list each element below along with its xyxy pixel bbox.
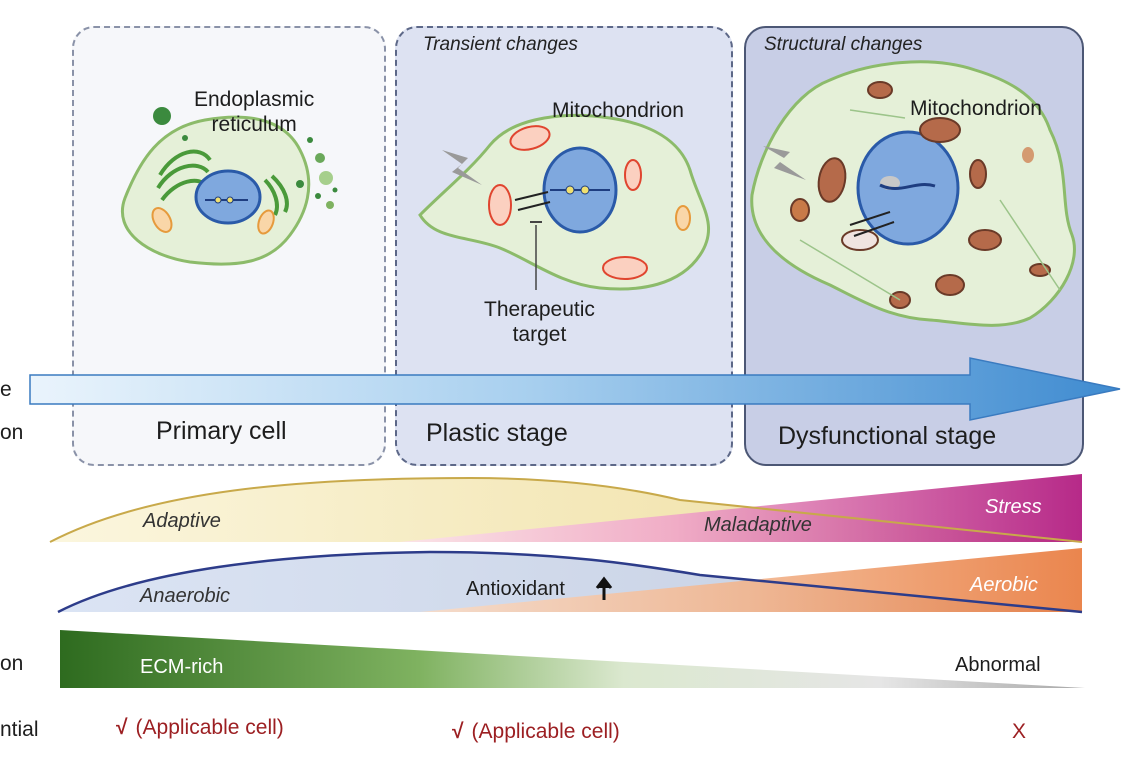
dysfunctional-cell-illustration bbox=[750, 60, 1076, 327]
potential-primary: √ (Applicable cell) bbox=[116, 716, 284, 740]
therapeutic-target-label: Therapeutic target bbox=[484, 297, 595, 347]
mitochondrion-label-dysfunctional: Mitochondrion bbox=[910, 97, 1042, 120]
progression-arrow bbox=[29, 357, 1121, 421]
check-mark-icon: √ bbox=[116, 716, 128, 739]
structural-changes-label: Structural changes bbox=[764, 34, 923, 55]
ecm-band bbox=[60, 630, 1085, 688]
abnormal-label: Abnormal bbox=[955, 654, 1041, 676]
metabolism-band bbox=[57, 548, 1083, 614]
er-label-line1: Endoplasmic bbox=[194, 88, 315, 111]
potential-plastic-text: (Applicable cell) bbox=[471, 720, 620, 743]
therapeutic-target-line1: Therapeutic bbox=[484, 298, 595, 321]
stress-band bbox=[49, 474, 1083, 543]
therapeutic-target-line2: target bbox=[512, 323, 567, 346]
plastic-cell-illustration bbox=[418, 113, 710, 291]
check-mark-icon: √ bbox=[452, 720, 464, 743]
antioxidant-label: Antioxidant bbox=[466, 578, 565, 600]
aerobic-label: Aerobic bbox=[970, 574, 1038, 596]
left-label-row1: e bbox=[0, 378, 12, 401]
er-label: Endoplasmic reticulum bbox=[194, 87, 314, 137]
transient-changes-label: Transient changes bbox=[423, 34, 578, 55]
potential-plastic: √ (Applicable cell) bbox=[452, 720, 620, 744]
plastic-stage-label: Plastic stage bbox=[426, 419, 568, 447]
potential-primary-text: (Applicable cell) bbox=[135, 716, 284, 739]
potential-dysfunctional: X bbox=[1012, 720, 1027, 743]
left-label-row3: on bbox=[0, 652, 24, 675]
er-label-line2: reticulum bbox=[211, 113, 297, 136]
adaptive-label: Adaptive bbox=[143, 510, 221, 532]
maladaptive-label: Maladaptive bbox=[704, 514, 812, 536]
primary-cell-illustration bbox=[121, 107, 338, 266]
dysfunctional-stage-label: Dysfunctional stage bbox=[778, 422, 997, 450]
anaerobic-label: Anaerobic bbox=[140, 585, 231, 607]
left-label-row2: on bbox=[0, 421, 24, 444]
stress-label: Stress bbox=[985, 496, 1042, 518]
primary-cell-label: Primary cell bbox=[156, 417, 287, 445]
ecm-rich-label: ECM-rich bbox=[140, 656, 224, 678]
mitochondrion-label-plastic: Mitochondrion bbox=[552, 99, 684, 122]
left-label-row4: ntial bbox=[0, 718, 39, 741]
